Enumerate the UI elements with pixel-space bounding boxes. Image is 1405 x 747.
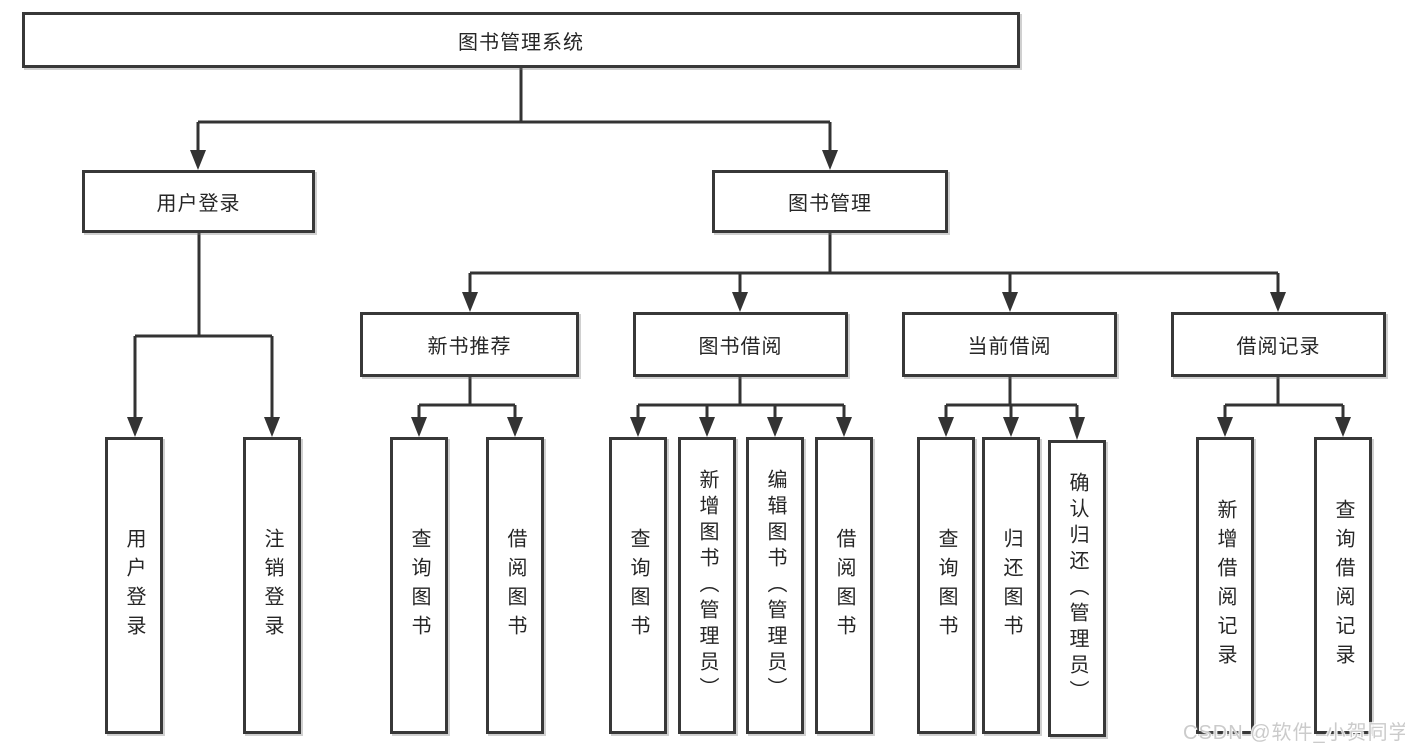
node-borrow-record: 借阅记录	[1171, 312, 1386, 377]
node-book-management-branch: 图书管理	[712, 170, 948, 233]
node-current-borrow: 当前借阅	[902, 312, 1117, 377]
leaf-query-books-current: 查询图书	[917, 437, 975, 734]
leaf-query-borrow-record-label: 查询借阅记录	[1332, 498, 1354, 673]
leaf-borrow-book-label: 借阅图书	[833, 527, 855, 644]
node-user-login-branch-label: 用户登录	[156, 193, 241, 215]
node-book-management-branch-label: 图书管理	[788, 193, 872, 215]
leaf-query-books-current-label: 查询图书	[935, 527, 957, 644]
leaf-user-login-label: 用户登录	[123, 527, 145, 644]
leaf-logout-label: 注销登录	[261, 527, 283, 644]
node-current-borrow-label: 当前借阅	[967, 336, 1052, 358]
csdn-watermark: CSDN @软件_小贺同学	[1183, 722, 1405, 744]
leaf-add-book-admin-label: 新增图书（管理员）	[696, 468, 718, 703]
leaf-borrow-books-rec-label: 借阅图书	[504, 527, 526, 644]
leaf-query-books-rec-label: 查询图书	[408, 527, 430, 644]
node-new-book-recommend: 新书推荐	[360, 312, 579, 377]
node-book-borrow-label: 图书借阅	[698, 336, 783, 358]
node-book-borrow: 图书借阅	[633, 312, 848, 377]
leaf-add-borrow-record: 新增借阅记录	[1196, 437, 1254, 734]
leaf-return-book: 归还图书	[982, 437, 1040, 734]
node-root-system-label: 图书管理系统	[458, 31, 584, 54]
leaf-edit-book-admin-label: 编辑图书（管理员）	[764, 468, 786, 703]
leaf-add-borrow-record-label: 新增借阅记录	[1214, 498, 1236, 673]
leaf-user-login: 用户登录	[105, 437, 163, 734]
leaf-logout: 注销登录	[243, 437, 301, 734]
node-user-login-branch: 用户登录	[82, 170, 315, 233]
leaf-borrow-book: 借阅图书	[815, 437, 873, 734]
leaf-edit-book-admin: 编辑图书（管理员）	[746, 437, 804, 734]
node-new-book-recommend-label: 新书推荐	[427, 336, 512, 358]
leaf-return-book-label: 归还图书	[1000, 527, 1022, 644]
leaf-query-borrow-record: 查询借阅记录	[1314, 437, 1372, 734]
node-root-system: 图书管理系统	[22, 12, 1020, 68]
leaf-confirm-return-admin: 确认归还（管理员）	[1048, 440, 1106, 737]
node-borrow-record-label: 借阅记录	[1236, 336, 1321, 358]
leaf-query-books-rec: 查询图书	[390, 437, 448, 734]
leaf-query-books-borrow-label: 查询图书	[627, 527, 649, 644]
leaf-borrow-books-rec: 借阅图书	[486, 437, 544, 734]
arrowheads	[127, 150, 1351, 440]
leaf-confirm-return-admin-label: 确认归还（管理员）	[1066, 471, 1088, 706]
leaf-query-books-borrow: 查询图书	[609, 437, 667, 734]
leaf-add-book-admin: 新增图书（管理员）	[678, 437, 736, 734]
